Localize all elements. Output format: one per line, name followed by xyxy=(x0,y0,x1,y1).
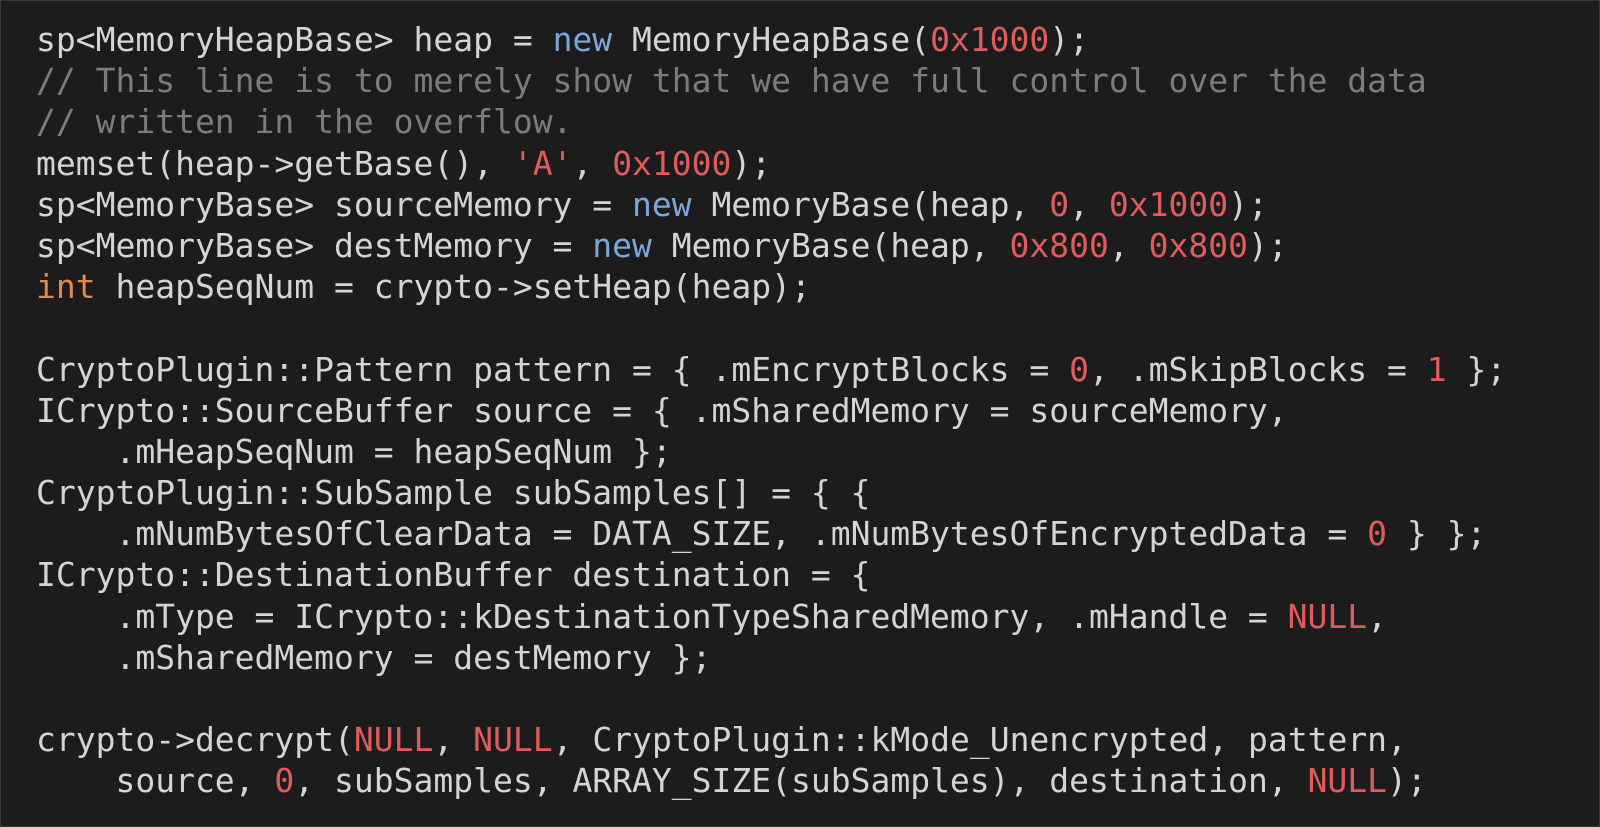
code-token-keyword: new xyxy=(632,184,692,224)
code-token-plain: , xyxy=(1069,184,1109,224)
code-line xyxy=(36,678,1506,719)
code-token-plain: }; xyxy=(1446,349,1507,389)
code-line: sp<MemoryHeapBase> heap = new MemoryHeap… xyxy=(36,19,1506,60)
code-token-type: int xyxy=(36,267,96,307)
code-token-number: 0x1000 xyxy=(612,143,732,183)
code-line: memset(heap->getBase(), 'A', 0x1000); xyxy=(36,143,1506,184)
code-token-comment: // This line is to merely show that we h… xyxy=(36,61,1427,101)
code-token-number: 0 xyxy=(274,761,295,801)
code-token-plain: .mType = ICrypto::kDestinationTypeShared… xyxy=(36,596,1288,636)
code-token-plain: ); xyxy=(1247,225,1288,265)
code-line: .mNumBytesOfClearData = DATA_SIZE, .mNum… xyxy=(36,513,1506,554)
code-token-plain: , .mSkipBlocks = xyxy=(1089,349,1427,389)
code-token-plain: .mHeapSeqNum = heapSeqNum }; xyxy=(36,431,672,471)
code-line: int heapSeqNum = crypto->setHeap(heap); xyxy=(36,266,1506,307)
code-token-plain: ICrypto::SourceBuffer source = { .mShare… xyxy=(36,390,1288,430)
code-token-plain: , subSamples, ARRAY_SIZE(subSamples), de… xyxy=(294,761,1308,801)
code-block: sp<MemoryHeapBase> heap = new MemoryHeap… xyxy=(36,19,1506,802)
code-token-const: NULL xyxy=(473,720,553,760)
code-line: sp<MemoryBase> destMemory = new MemoryBa… xyxy=(36,225,1506,266)
code-token-number: 0x800 xyxy=(1148,225,1248,265)
code-token-plain: sp<MemoryBase> destMemory = xyxy=(36,225,593,265)
code-token-plain: , CryptoPlugin::kMode_Unencrypted, patte… xyxy=(552,720,1407,760)
code-token-plain: } }; xyxy=(1387,514,1487,554)
code-line: // This line is to merely show that we h… xyxy=(36,60,1506,101)
code-line: source, 0, subSamples, ARRAY_SIZE(subSam… xyxy=(36,760,1506,801)
code-line xyxy=(36,307,1506,348)
code-token-number: 0 xyxy=(1049,184,1070,224)
code-token-plain: , xyxy=(572,143,613,183)
code-token-plain: , xyxy=(1108,225,1149,265)
code-token-plain: sp<MemoryHeapBase> heap = xyxy=(36,20,553,59)
code-token-plain: MemoryBase(heap, xyxy=(691,184,1050,224)
code-token-number: 0x800 xyxy=(1009,225,1109,265)
code-token-plain: ); xyxy=(731,143,772,183)
code-line: sp<MemoryBase> sourceMemory = new Memory… xyxy=(36,184,1506,225)
code-token-number: 0x1000 xyxy=(930,20,1050,59)
code-token-const: NULL xyxy=(1287,596,1368,636)
code-token-comment: // written in the overflow. xyxy=(36,102,573,142)
code-token-const: NULL xyxy=(1307,761,1388,801)
code-token-keyword: new xyxy=(592,225,652,265)
code-token-plain: source, xyxy=(36,761,275,801)
code-line: CryptoPlugin::SubSample subSamples[] = {… xyxy=(36,472,1506,513)
code-token-number: 0x1000 xyxy=(1108,184,1229,224)
code-token-plain: CryptoPlugin::SubSample subSamples[] = {… xyxy=(36,473,871,513)
code-token-string: 'A' xyxy=(512,143,573,183)
code-line: ICrypto::DestinationBuffer destination =… xyxy=(36,554,1506,595)
code-token-plain: , xyxy=(1367,596,1388,636)
code-token-number: 0 xyxy=(1367,514,1388,554)
code-line: ICrypto::SourceBuffer source = { .mShare… xyxy=(36,390,1506,431)
code-line: crypto->decrypt(NULL, NULL, CryptoPlugin… xyxy=(36,719,1506,760)
code-token-plain: ICrypto::DestinationBuffer destination =… xyxy=(36,555,871,595)
code-line: // written in the overflow. xyxy=(36,101,1506,142)
code-token-plain: sp<MemoryBase> sourceMemory = xyxy=(36,184,633,224)
code-token-plain: ); xyxy=(1228,184,1268,224)
code-token-plain: CryptoPlugin::Pattern pattern = { .mEncr… xyxy=(36,349,1070,389)
code-token-plain: memset(heap->getBase(), xyxy=(36,143,513,183)
code-token-keyword: new xyxy=(552,20,613,59)
code-token-plain: heapSeqNum = crypto->setHeap(heap); xyxy=(95,267,811,307)
code-token-plain: MemoryBase(heap, xyxy=(651,225,1010,265)
code-token-plain: , xyxy=(433,720,474,760)
code-line: .mType = ICrypto::kDestinationTypeShared… xyxy=(36,596,1506,637)
code-line: .mSharedMemory = destMemory }; xyxy=(36,637,1506,678)
code-token-plain: crypto->decrypt( xyxy=(36,720,354,760)
code-token-number: 1 xyxy=(1426,349,1447,389)
code-token-plain: ); xyxy=(1387,761,1427,801)
code-token-plain: MemoryHeapBase( xyxy=(612,20,931,59)
code-token-number: 0 xyxy=(1069,349,1089,389)
code-line: .mHeapSeqNum = heapSeqNum }; xyxy=(36,431,1506,472)
code-token-plain: .mSharedMemory = destMemory }; xyxy=(36,637,712,677)
code-line: CryptoPlugin::Pattern pattern = { .mEncr… xyxy=(36,349,1506,390)
code-token-plain: ); xyxy=(1049,20,1090,59)
code-token-plain: .mNumBytesOfClearData = DATA_SIZE, .mNum… xyxy=(36,514,1368,554)
code-token-const: NULL xyxy=(353,720,434,760)
